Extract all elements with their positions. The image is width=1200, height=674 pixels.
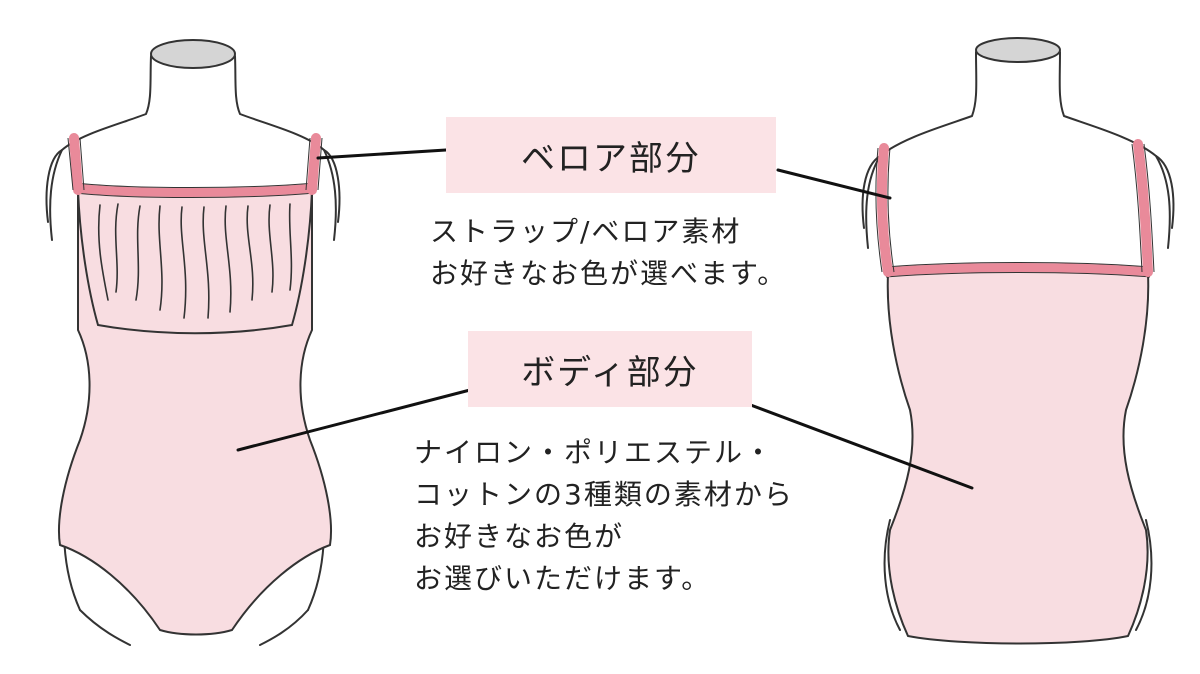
- leader-body-back: [746, 402, 974, 490]
- back-mannequin: [861, 37, 1175, 631]
- back-leotard-body: [886, 270, 1150, 645]
- front-neck-top: [150, 39, 236, 69]
- back-left-strap: [876, 143, 893, 277]
- velour-description: ストラップ/ベロア素材 お好きなお色が選べます。: [430, 211, 787, 295]
- body-description-line: ナイロン・ポリエステル・: [414, 436, 775, 469]
- front-gather-lines: [97, 203, 293, 319]
- body-label: ボディ部分: [468, 331, 752, 407]
- back-neckline-trim: [885, 263, 1151, 277]
- body-description: ナイロン・ポリエステル・ コットンの3種類の素材から お好きなお色が お選びいた…: [414, 432, 794, 600]
- leader-lines: [236, 148, 974, 490]
- front-bust-section: [76, 188, 314, 335]
- front-mannequin: [45, 39, 341, 646]
- back-neck-top: [975, 37, 1061, 63]
- velour-label: ベロア部分: [446, 117, 776, 193]
- leader-velour-front: [316, 148, 448, 160]
- velour-description-line: ストラップ/ベロア素材: [430, 215, 742, 248]
- leader-body-front: [236, 388, 472, 452]
- body-description-line: コットンの3種類の素材から: [414, 478, 794, 511]
- body-description-line: お選びいただけます。: [414, 562, 712, 595]
- front-neck-outline: [49, 55, 152, 241]
- back-right-strap: [1133, 139, 1153, 277]
- velour-description-line: お好きなお色が選べます。: [430, 257, 788, 290]
- front-right-strap: [307, 133, 321, 195]
- front-neckline-trim: [75, 183, 315, 197]
- body-description-line: お好きなお色が: [414, 520, 625, 553]
- front-left-strap: [69, 133, 83, 195]
- leader-velour-back: [776, 168, 892, 200]
